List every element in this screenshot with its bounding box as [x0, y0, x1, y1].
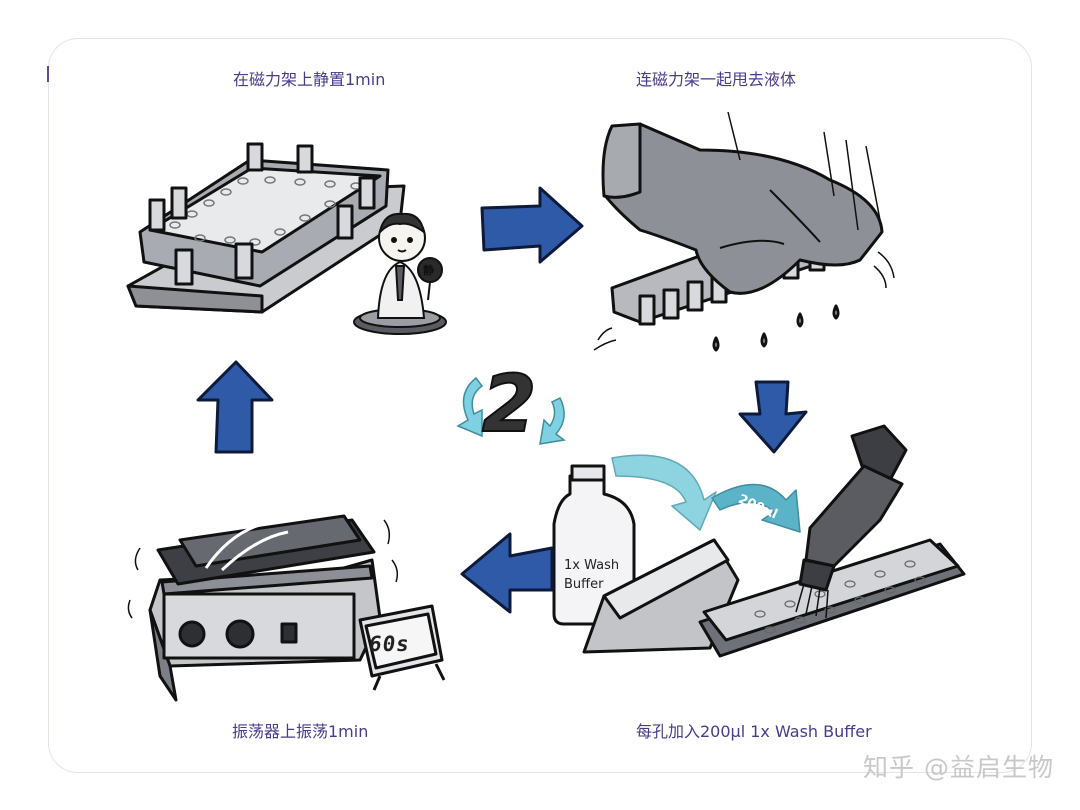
bottle-label: 1x Wash Buffer: [564, 558, 620, 592]
arrow-left-icon: [460, 532, 554, 614]
flow-arrows: [196, 186, 808, 614]
hand-flicking-rack-illustration: [593, 111, 895, 352]
character-badge: 静: [423, 264, 434, 277]
magnetic-rack-illustration: [126, 142, 406, 314]
timer-display: 60s: [367, 632, 412, 656]
cartoon-scientist-character: [353, 212, 447, 335]
arrow-right-icon: [480, 186, 584, 264]
step-caption-shake: 振荡器上振荡1min: [232, 722, 369, 741]
arrow-down-icon: [738, 380, 808, 454]
shaker-with-timer-illustration: [127, 514, 446, 702]
arrow-up-icon: [196, 360, 274, 454]
step-caption-discard: 连磁力架一起甩去液体: [636, 70, 797, 89]
step-caption-incubate: 在磁力架上静置1min: [233, 70, 386, 89]
step-caption-add-buffer: 每孔加入200μl 1x Wash Buffer: [636, 722, 872, 741]
repeat-arrows-icon: [456, 376, 566, 445]
card-edge-mark: [47, 66, 49, 82]
cycle-count: 2: [481, 359, 537, 451]
watermark: 知乎 @益启生物: [863, 753, 1054, 782]
pipetting-wash-buffer-illustration: [552, 424, 966, 658]
